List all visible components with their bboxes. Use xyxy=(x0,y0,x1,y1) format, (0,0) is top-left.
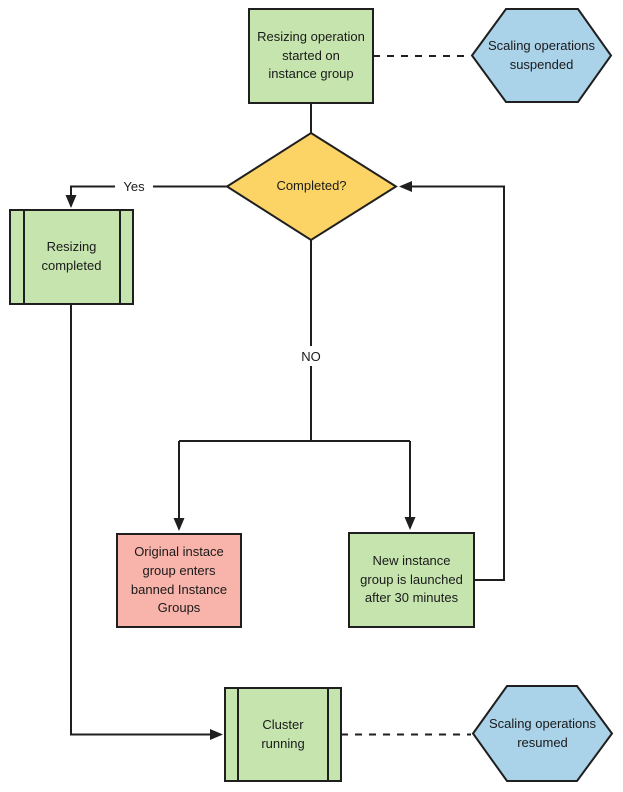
start-node xyxy=(248,8,374,104)
cluster-running-node xyxy=(224,687,342,782)
decision-diamond-node xyxy=(225,131,398,242)
edge-decision-yes-to-resizing-completed xyxy=(65,185,227,208)
banned-node xyxy=(116,533,242,628)
resizing-completed-node xyxy=(9,209,134,305)
edge-new-instance-to-decision xyxy=(399,181,505,581)
resumed-hexagon-node xyxy=(471,685,614,782)
suspended-hexagon-node xyxy=(470,8,613,103)
edge-resizing-completed-to-cluster-running xyxy=(70,304,223,740)
new-instance-node xyxy=(348,532,475,628)
